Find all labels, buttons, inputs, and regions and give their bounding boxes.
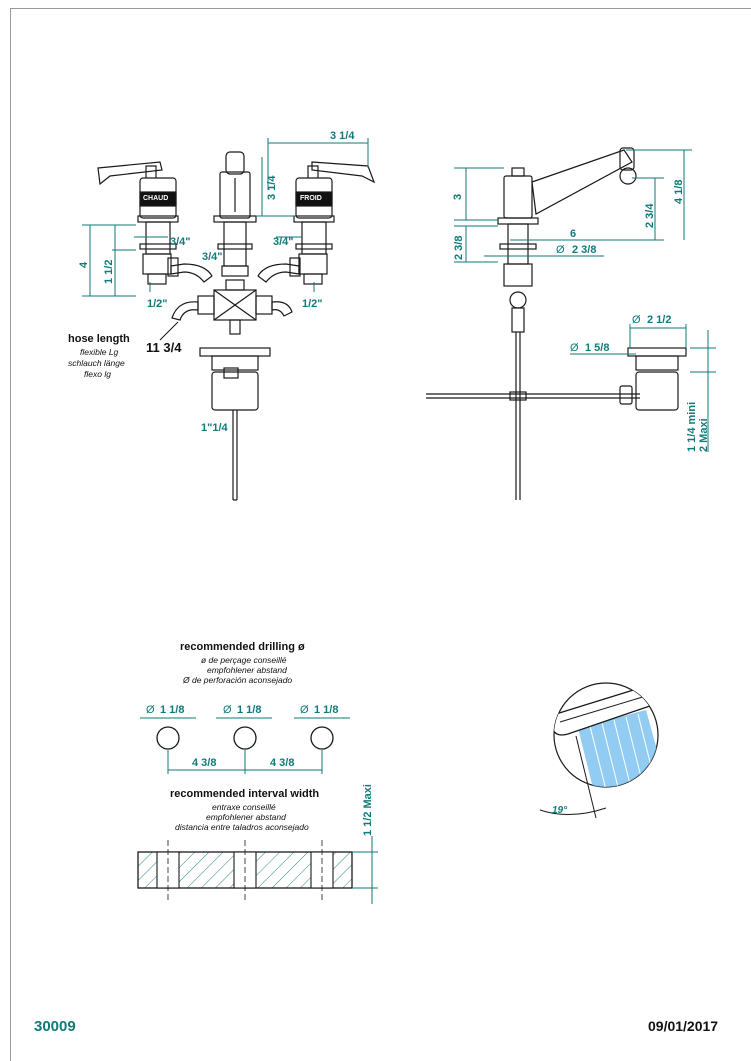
interval-fr: entraxe conseillé bbox=[212, 802, 276, 812]
drilling-title: recommended drilling ø bbox=[180, 641, 305, 653]
drain-thickness-max: 2 Maxi bbox=[698, 418, 710, 452]
right-cold-badge bbox=[295, 191, 333, 207]
dim-height-left-inner: 1 1/2 bbox=[103, 259, 115, 284]
thread-center: 3/4" bbox=[202, 251, 223, 263]
drilling-holes bbox=[156, 726, 334, 750]
side-dim-2-3-4: 2 3/4 bbox=[644, 203, 656, 228]
left-hot-badge bbox=[139, 191, 177, 207]
drilling-es: Ø de perforación aconsejado bbox=[183, 675, 293, 685]
side-dimensions bbox=[454, 149, 716, 452]
side-dim-3: 3 bbox=[452, 193, 464, 200]
side-dim-6: 6 bbox=[570, 228, 577, 240]
drill-hole-right bbox=[310, 726, 334, 750]
drain-size: 1"1/4 bbox=[201, 422, 228, 434]
drilling-de: empfohlener abstand bbox=[207, 665, 287, 675]
hole-dia-symbol-1: Ø bbox=[146, 704, 155, 716]
thread-right: 3/4" bbox=[273, 236, 294, 248]
thread-left: 3/4" bbox=[170, 236, 191, 248]
dim-height-left: 4 bbox=[78, 261, 90, 268]
sheet-frame bbox=[10, 8, 751, 1061]
dim-height-right: 3 1/4 bbox=[266, 175, 278, 200]
hole-spacing-1: 4 3/8 bbox=[192, 757, 217, 769]
side-dia-symbol-1: Ø bbox=[556, 244, 565, 256]
hole-dia-symbol-3: Ø bbox=[300, 704, 309, 716]
drain-inner-dia: 1 5/8 bbox=[585, 342, 610, 354]
interval-section bbox=[137, 836, 378, 904]
drain-thickness-min: 1 1/4 mini bbox=[686, 401, 698, 452]
front-dimensions bbox=[82, 138, 369, 341]
spray-detail bbox=[539, 682, 659, 819]
drill-hole-left bbox=[156, 726, 180, 750]
hole-dia-3: 1 1/8 bbox=[314, 704, 339, 716]
side-dim-2-3-8-dia: 2 3/8 bbox=[572, 244, 597, 256]
deck-max-thickness: 1 1/2 Maxi bbox=[362, 784, 374, 836]
inlet-left: 1/2" bbox=[147, 298, 168, 310]
interval-de: empfohlener abstand bbox=[206, 812, 286, 822]
front-view bbox=[97, 151, 376, 501]
drain-dia-symbol-inner: Ø bbox=[570, 342, 579, 354]
interval-es: distancia entre taladros aconsejado bbox=[175, 822, 309, 832]
right-lever-handle bbox=[311, 161, 376, 184]
product-reference: 30009 bbox=[34, 1018, 76, 1035]
hole-dia-1: 1 1/8 bbox=[160, 704, 185, 716]
side-view bbox=[426, 147, 687, 500]
drilling-dimensions bbox=[140, 717, 350, 774]
froid-label: FROID bbox=[300, 195, 322, 202]
side-dim-2-3-8-v: 2 3/8 bbox=[453, 235, 465, 260]
hose-length-es: flexo lg bbox=[84, 369, 111, 379]
chaud-label: CHAUD bbox=[143, 195, 169, 202]
hole-dia-2: 1 1/8 bbox=[237, 704, 262, 716]
hose-length-fr: flexible Lg bbox=[80, 347, 119, 357]
hole-spacing-2: 4 3/8 bbox=[270, 757, 295, 769]
document-date: 09/01/2017 bbox=[648, 1018, 719, 1034]
drain-top-dia: 2 1/2 bbox=[647, 314, 672, 326]
drilling-fr: ø de perçage conseillé bbox=[201, 655, 287, 665]
hose-length-title: hose length bbox=[68, 333, 130, 345]
hose-length-value: 11 3/4 bbox=[146, 340, 182, 355]
interval-title: recommended interval width bbox=[170, 788, 320, 800]
hole-dia-symbol-2: Ø bbox=[223, 704, 232, 716]
hose-length-de: schlauch länge bbox=[68, 358, 125, 368]
left-lever-handle bbox=[97, 161, 163, 186]
dim-width-top: 3 1/4 bbox=[330, 130, 355, 142]
spray-angle: 19° bbox=[552, 805, 568, 816]
side-dim-4-1-8: 4 1/8 bbox=[673, 179, 685, 204]
inlet-right: 1/2" bbox=[302, 298, 323, 310]
drill-hole-center bbox=[233, 726, 257, 750]
drain-dia-symbol-top: Ø bbox=[632, 314, 641, 326]
